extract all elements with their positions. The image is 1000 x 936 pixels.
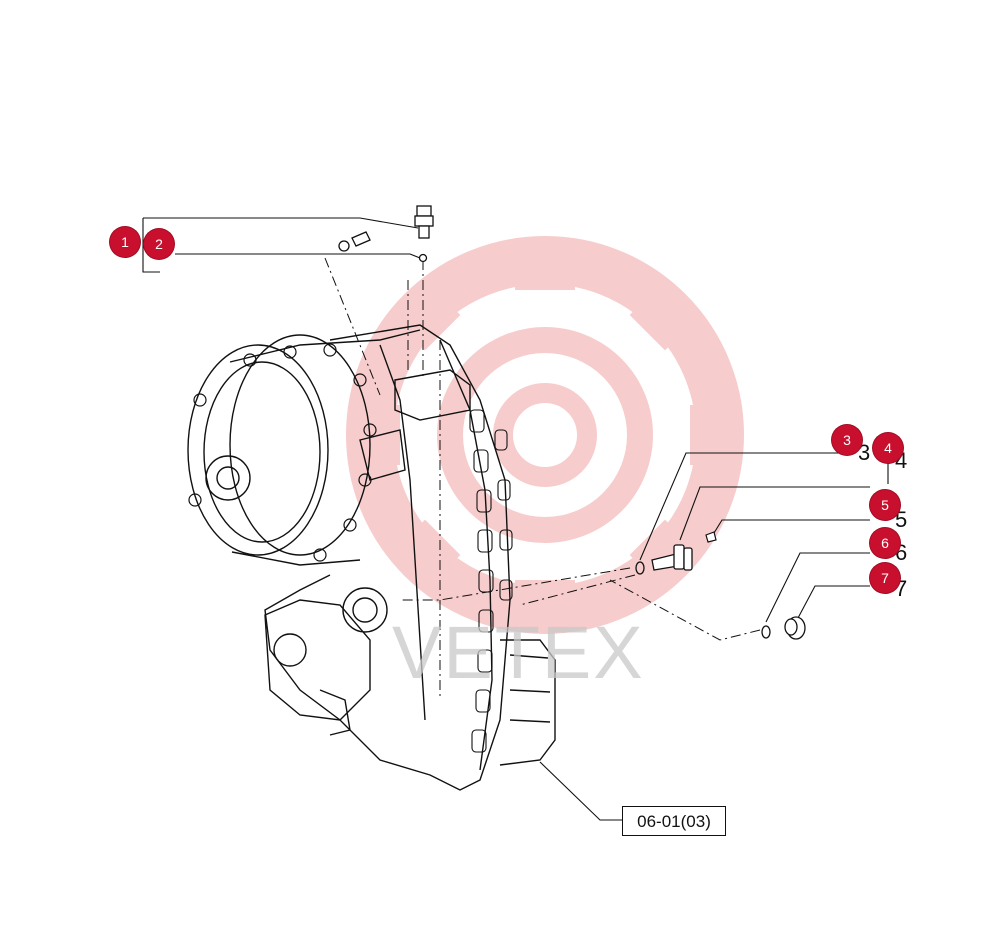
callout-1[interactable]: 1 [110,227,140,257]
screw-part [705,531,717,543]
callout-2[interactable]: 2 [144,229,174,259]
leader-lines [142,217,889,821]
speed-sensor-part [651,544,693,571]
watermark-text: VEТЕХ [392,611,645,694]
callout-4[interactable]: 4 [873,433,903,463]
reference-link-box[interactable]: 06-01(03) [622,806,726,836]
callout-7[interactable]: 7 [870,563,900,593]
sensor-fitting-part [414,205,434,239]
plug-part [338,231,428,263]
assembly-lines [324,257,761,700]
callout-6[interactable]: 6 [870,528,900,558]
o-ring-part [635,561,771,639]
drain-plug-part [784,616,806,640]
partial-item-number: 3 [858,440,871,465]
transmission-housing [187,324,556,791]
callout-5[interactable]: 5 [870,490,900,520]
watermark-gear-logo [346,236,744,634]
callout-3[interactable]: 3 [832,425,862,455]
partial-item-number: 5 [895,507,908,532]
